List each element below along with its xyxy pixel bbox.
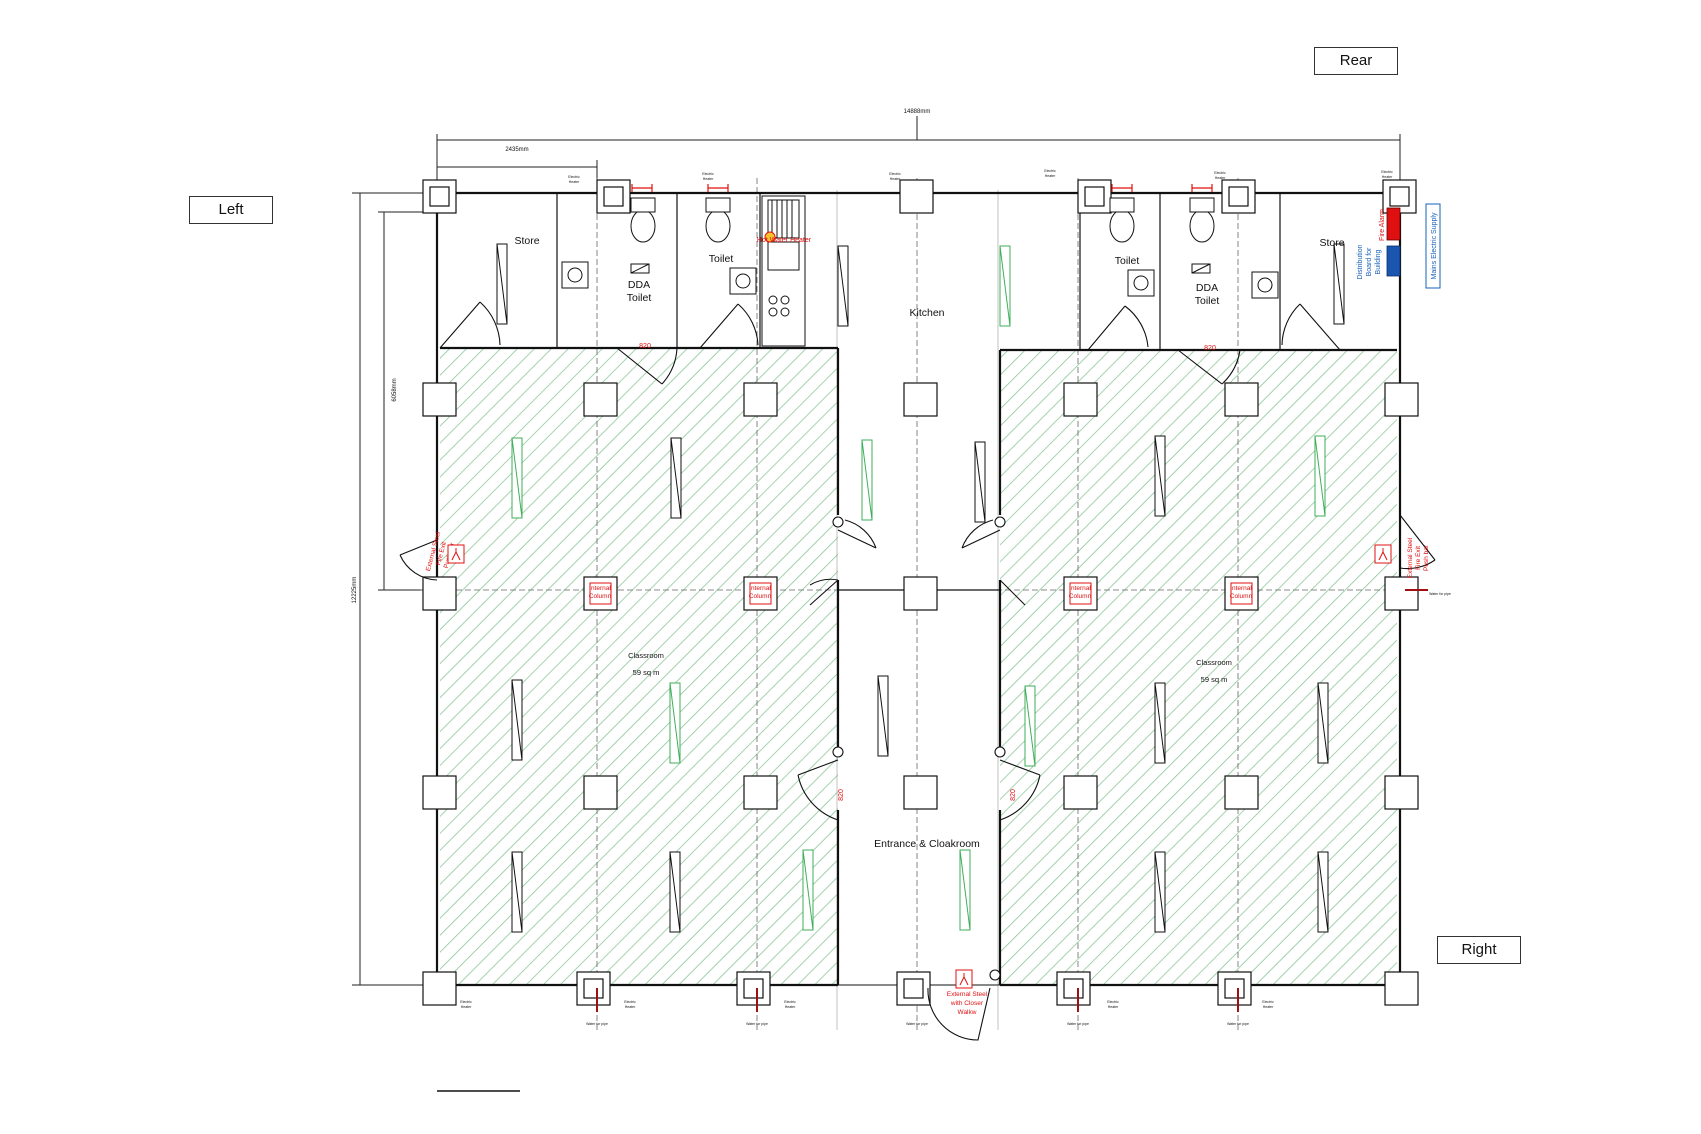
heater-label-10: Electric [1107, 1000, 1119, 1004]
mains-electric-label: Mains Electric Supply [1431, 212, 1438, 279]
door-width-left: 820 [639, 343, 651, 350]
overall-depth-dimension: 12225mm [352, 577, 358, 604]
overall-width-dimension: 14888mm [904, 109, 931, 115]
heater-label-5: Electric [1214, 171, 1226, 175]
heater-label-11: Electric [1262, 1000, 1274, 1004]
entrance-door-3: Walkw [958, 1009, 977, 1016]
pipe-label-1: Water for pipe [586, 1022, 608, 1026]
pipe-label-5: Water for pipe [1227, 1022, 1249, 1026]
internal-column-label-2: Internal [749, 585, 771, 592]
distribution-board-label-3: Building [1375, 249, 1382, 274]
room-dda-toilet-left-2: Toilet [627, 292, 652, 304]
heater-label-4b: Heater [1045, 174, 1056, 178]
door-width-entrance-right: 820 [1010, 789, 1017, 801]
room-dda-toilet-right-2: Toilet [1195, 295, 1220, 307]
pipe-label-2: Water for pipe [746, 1022, 768, 1026]
pipe-label-3: Water for pipe [906, 1022, 928, 1026]
fire-alarm-panel [1386, 207, 1401, 241]
heater-label-5b: Heater [1215, 176, 1226, 180]
entrance-door-2: with Closer [950, 1000, 984, 1007]
module-width-dimension: 2435mm [505, 147, 528, 153]
sanitary-fittings [561, 195, 1279, 347]
room-store-right: Store [1319, 237, 1344, 249]
heater-label-3b: Heater [890, 177, 901, 181]
room-store-left: Store [514, 235, 539, 247]
heater-label-11b: Heater [1263, 1005, 1274, 1009]
distribution-board-label-2: Board for [1366, 247, 1373, 276]
water-heater-icon [764, 231, 776, 243]
mains-electric-box [1425, 203, 1441, 289]
right-label: Right [1437, 936, 1521, 964]
internal-column-label-1: Internal [589, 585, 611, 592]
heater-label-8b: Heater [625, 1005, 636, 1009]
green-windows [511, 245, 1326, 931]
heater-label-8: Electric [624, 1000, 636, 1004]
classroom-right-hatch [1000, 350, 1397, 985]
room-toilet-right: Toilet [1115, 255, 1140, 267]
internal-column-label-3: Internal [1069, 585, 1091, 592]
left-label: Left [189, 196, 273, 224]
entrance-door-1: External Steel [947, 991, 988, 998]
door-width-right: 820 [1204, 345, 1216, 352]
classroom-left-hatch [440, 348, 838, 985]
heater-label-7: Electric [460, 1000, 472, 1004]
internal-column-markers [589, 582, 1253, 605]
internal-column-label-4: Internal [1230, 585, 1252, 592]
heater-label-6b: Heater [1382, 175, 1393, 179]
heater-label-9: Electric [784, 1000, 796, 1004]
doors [399, 301, 1436, 1041]
internal-column-label-4b: Column [1230, 593, 1253, 600]
distribution-board-label-1: Distribution [1357, 244, 1364, 279]
internal-column-label-1b: Column [589, 593, 612, 600]
down-pipes [596, 589, 1428, 1012]
room-dda-toilet-right-1: DDA [1196, 282, 1218, 294]
heater-label-10b: Heater [1108, 1005, 1119, 1009]
heater-label-9b: Heater [785, 1005, 796, 1009]
fire-exit-right-2: Fire Exit [1415, 546, 1422, 570]
classroom-left-area: 59 sq m [633, 668, 660, 677]
heater-label-7b: Heater [461, 1005, 472, 1009]
room-entrance: Entrance & Cloakroom [874, 838, 980, 850]
rear-depth-dimension: 6058mm [392, 378, 398, 401]
heater-label-3: Electric [889, 172, 901, 176]
heater-label-2b: Heater [703, 177, 714, 181]
heater-label-4: Electric [1044, 169, 1056, 173]
heater-label-1: Electric [568, 175, 580, 179]
distribution-board-panel [1386, 245, 1401, 277]
classroom-right-area: 59 sq m [1201, 675, 1228, 684]
internal-column-label-3b: Column [1069, 593, 1092, 600]
fire-exit-sign-icons [447, 544, 1392, 989]
fire-alarm-label: Fire Alarm [1379, 209, 1386, 241]
pipe-label-4: Water for pipe [1067, 1022, 1089, 1026]
hot-water-heater-label: Hot Water Heater [757, 237, 812, 244]
room-toilet-left: Toilet [709, 253, 734, 265]
pipe-label-6: Water for pipe [1429, 592, 1451, 596]
fire-exit-right-1: External Steel [1407, 537, 1414, 578]
taps [631, 184, 1213, 192]
rear-label: Rear [1314, 47, 1398, 75]
classroom-right-name: Classroom [1196, 658, 1232, 667]
fire-exit-right-3: Push bar [1423, 544, 1430, 571]
heater-label-2: Electric [702, 172, 714, 176]
heater-label-6: Electric [1381, 170, 1393, 174]
black-heaters [496, 243, 1345, 933]
room-dda-toilet-left-1: DDA [628, 279, 650, 291]
classroom-left-name: Classroom [628, 651, 664, 660]
internal-column-label-2b: Column [749, 593, 772, 600]
room-kitchen: Kitchen [909, 307, 944, 319]
door-width-entrance-left: 820 [838, 789, 845, 801]
heater-label-1b: Heater [569, 180, 580, 184]
